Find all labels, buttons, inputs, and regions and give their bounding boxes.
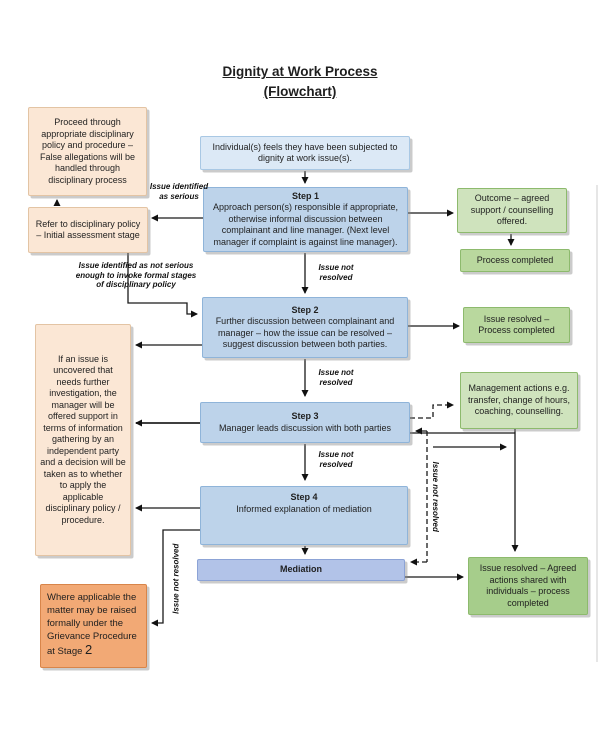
box-mediation-text: Mediation [280, 564, 322, 575]
box-proceed-text: Proceed through appropriate disciplinary… [39, 117, 136, 185]
step1-title: Step 1 [291, 190, 319, 201]
box-issue-uncovered-text: If an issue is uncovered that needs furt… [40, 353, 126, 525]
box-individual-feels: Individual(s) feels they have been subje… [200, 136, 410, 170]
box-management-actions-text: Management actions e.g. transfer, change… [467, 383, 571, 417]
label-not-resolved-mediation: Issue not resolved [430, 461, 440, 532]
step2-title: Step 2 [291, 304, 319, 315]
page-title-line2: (Flowchart) [263, 84, 337, 99]
label-issue-identified-serious: Issue identified as serious [149, 182, 209, 201]
page-title: Dignity at Work Process (Flowchart) [0, 62, 600, 102]
box-step3: Step 3 Manager leads discussion with bot… [200, 402, 410, 443]
label-not-resolved-1: Issue not resolved [318, 263, 354, 282]
box-issue-resolved-short-text: Issue resolved – Process completed [478, 313, 555, 336]
step2-body: Further discussion between complainant a… [215, 316, 395, 349]
dashed-step3-management [410, 401, 454, 419]
box-outcome: Outcome – agreed support / counselling o… [457, 188, 567, 233]
box-issue-resolved-agreed-text: Issue resolved – Agreed actions shared w… [479, 563, 577, 608]
arrow-step4-grievance [151, 529, 200, 627]
label-not-resolved-grievance: Issue not resolved [171, 543, 181, 614]
step4-title: Step 4 [290, 492, 318, 502]
box-issue-resolved-agreed: Issue resolved – Agreed actions shared w… [468, 557, 588, 615]
box-process-completed: Process completed [460, 249, 570, 272]
box-grievance-text: Where applicable the matter may be raise… [47, 591, 140, 658]
step4-body: Informed explanation of mediation [236, 503, 372, 514]
box-step4: Step 4 Informed explanation of mediation [200, 486, 408, 545]
box-grievance-body: Where applicable the matter may be raise… [47, 592, 137, 657]
label-issue-not-serious: Issue identified as not serious enough t… [75, 261, 197, 289]
box-individual-text: Individual(s) feels they have been subje… [212, 141, 398, 164]
box-proceed-disciplinary: Proceed through appropriate disciplinary… [28, 107, 147, 196]
page-title-line1: Dignity at Work Process [222, 64, 378, 79]
box-step2: Step 2 Further discussion between compla… [202, 297, 408, 358]
arrow-refer-step2 [127, 253, 198, 318]
box-refer-disciplinary: Refer to disciplinary policy – Initial a… [28, 207, 148, 253]
box-outcome-text: Outcome – agreed support / counselling o… [470, 193, 554, 227]
box-grievance-stage-number: 2 [85, 642, 93, 657]
box-issue-resolved-short: Issue resolved – Process completed [463, 307, 570, 343]
box-process-completed-text: Process completed [476, 254, 554, 265]
step1-body: Approach person(s) responsible if approp… [212, 202, 399, 247]
box-management-actions: Management actions e.g. transfer, change… [460, 372, 578, 429]
label-not-resolved-2: Issue not resolved [318, 368, 354, 387]
box-grievance: Where applicable the matter may be raise… [40, 584, 147, 668]
box-step1: Step 1 Approach person(s) responsible if… [203, 187, 408, 252]
label-not-resolved-3: Issue not resolved [318, 450, 354, 469]
box-refer-text: Refer to disciplinary policy – Initial a… [35, 218, 141, 241]
step3-title: Step 3 [291, 411, 319, 421]
box-issue-uncovered: If an issue is uncovered that needs furt… [35, 324, 131, 556]
step3-body: Manager leads discussion with both parti… [218, 422, 392, 433]
box-mediation: Mediation [197, 559, 405, 581]
